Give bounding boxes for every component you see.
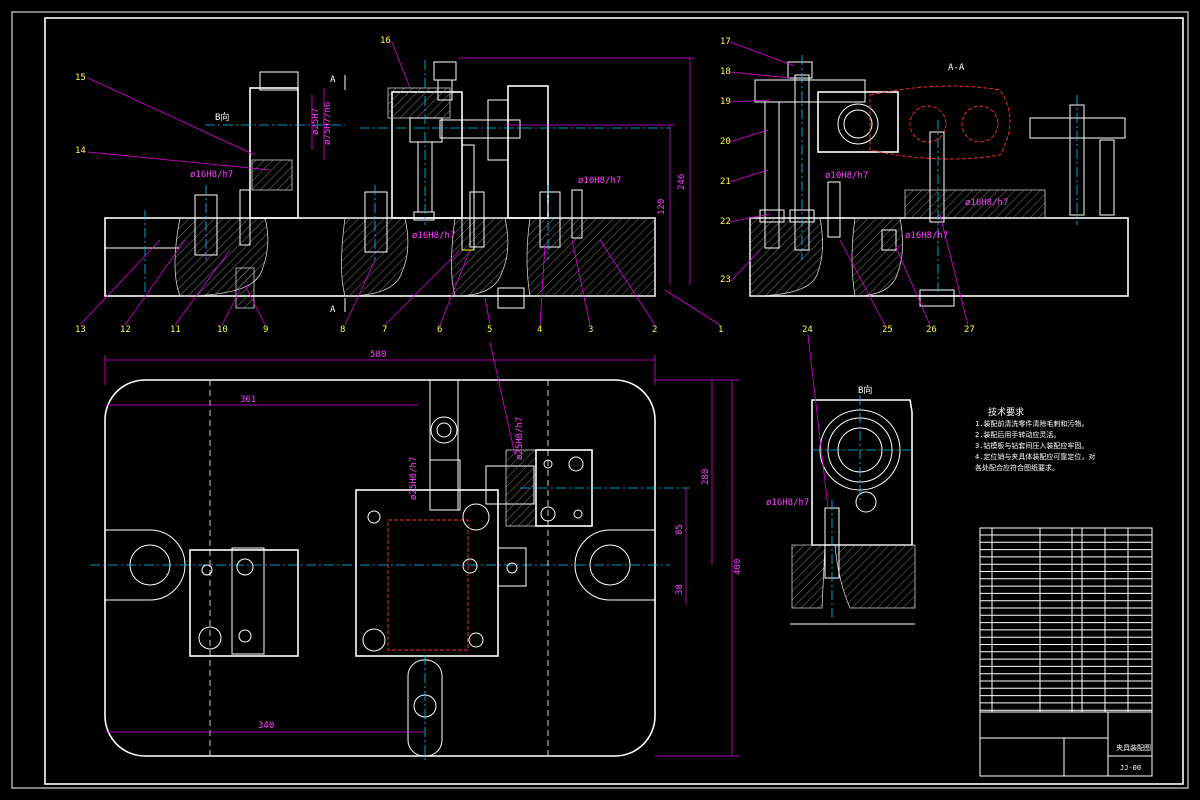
fit-label: ø16H8/h7 [766, 498, 809, 508]
title-block-drawing-no: JJ-00 [1120, 764, 1141, 772]
b-view-title: B向 [858, 384, 872, 396]
sheet-outer-border [11, 11, 1189, 789]
callout-15: 15 [75, 73, 86, 83]
callout-25: 25 [882, 325, 893, 335]
callout-26: 26 [926, 325, 937, 335]
tech-req-line: 3.钻模板与钻套间压入装配应牢固。 [975, 441, 1088, 450]
callout-18: 18 [720, 67, 731, 77]
b-view: B向 24 ø16H8/h7 [766, 325, 916, 625]
tech-req-line: 1.装配前清洗零件清除毛刺和污物。 [975, 419, 1088, 428]
dim-38: 38 [675, 584, 685, 595]
dim-340: 340 [258, 721, 274, 731]
callout-5: 5 [487, 325, 492, 335]
fit-label: ø25H8/h7 [515, 417, 525, 460]
sheet-inner-border [44, 17, 1184, 785]
callout-16: 16 [380, 36, 391, 46]
drill-bushing-body [249, 87, 299, 219]
callout-9: 9 [263, 325, 268, 335]
tech-req-line: 4.定位销与夹具体装配应可靠定位，对 [975, 452, 1095, 461]
callout-1: 1 [718, 325, 723, 335]
front-view: A A B向 246 120 ø16H8/h7 ø16H8/h7 ø10H8/h… [75, 36, 723, 335]
parts-list-table: 夹具装配图 JJ-00 [979, 527, 1153, 777]
callout-24: 24 [802, 325, 813, 335]
callout-19: 19 [720, 97, 731, 107]
fit-label: ø16H8/h7 [905, 231, 948, 241]
fit-label: ø16H8/h7 [412, 231, 455, 241]
callout-2: 2 [652, 325, 657, 335]
plan-view: 580 361 340 400 280 85 38 ø25H8/h7 ø25H8… [90, 341, 743, 760]
callout-11: 11 [170, 325, 181, 335]
tech-req-line: 2.装配后用手转动应灵活。 [975, 430, 1060, 439]
section-mark-top: A [330, 75, 336, 85]
callout-14: 14 [75, 146, 86, 156]
callout-23: 23 [720, 275, 731, 285]
section-aa-title: A-A [948, 63, 965, 73]
callout-10: 10 [217, 325, 228, 335]
view-b-arrow-label: B向 [215, 111, 229, 123]
callout-8: 8 [340, 325, 345, 335]
dim-361: 361 [240, 395, 256, 405]
callout-21: 21 [720, 177, 731, 187]
fit-label: ø25H7 [311, 108, 321, 135]
fit-label: ø10H8/h7 [825, 171, 868, 181]
dim-580: 580 [370, 350, 386, 360]
fit-label: ø25H8/h7 [409, 457, 419, 500]
section-mark-bottom: A [330, 305, 336, 315]
dim-246: 246 [677, 174, 687, 190]
tech-req-title: 技术要求 [988, 406, 1024, 418]
fit-label: ø16H8/h7 [190, 170, 233, 180]
callout-3: 3 [588, 325, 593, 335]
title-block-drawing-name: 夹具装配图 [1116, 743, 1151, 752]
callout-22: 22 [720, 217, 731, 227]
dim-120: 120 [657, 199, 667, 215]
section-aa-view: A-A ø10H8/h7 ø16H8/h7 ø16H8/h7 [720, 37, 1129, 335]
tech-req-line: 各处配合应符合图纸要求。 [975, 463, 1059, 472]
technical-requirements: 技术要求 1.装配前清洗零件清除毛刺和污物。 2.装配后用手转动应灵活。 3.钻… [975, 406, 1095, 472]
callout-27: 27 [964, 325, 975, 335]
fit-label: ø16H8/h7 [965, 198, 1008, 208]
callout-4: 4 [537, 325, 542, 335]
callout-7: 7 [382, 325, 387, 335]
dim-280: 280 [701, 469, 711, 485]
dim-400: 400 [733, 559, 743, 575]
plan-base-outline [104, 379, 656, 757]
callout-17: 17 [720, 37, 731, 47]
callout-13: 13 [75, 325, 86, 335]
callout-20: 20 [720, 137, 731, 147]
dim-85: 85 [675, 524, 685, 535]
callout-12: 12 [120, 325, 131, 335]
callout-6: 6 [437, 325, 442, 335]
fit-label: ø75H7/n6 [323, 102, 333, 145]
fit-label: ø10H8/h7 [578, 176, 621, 186]
